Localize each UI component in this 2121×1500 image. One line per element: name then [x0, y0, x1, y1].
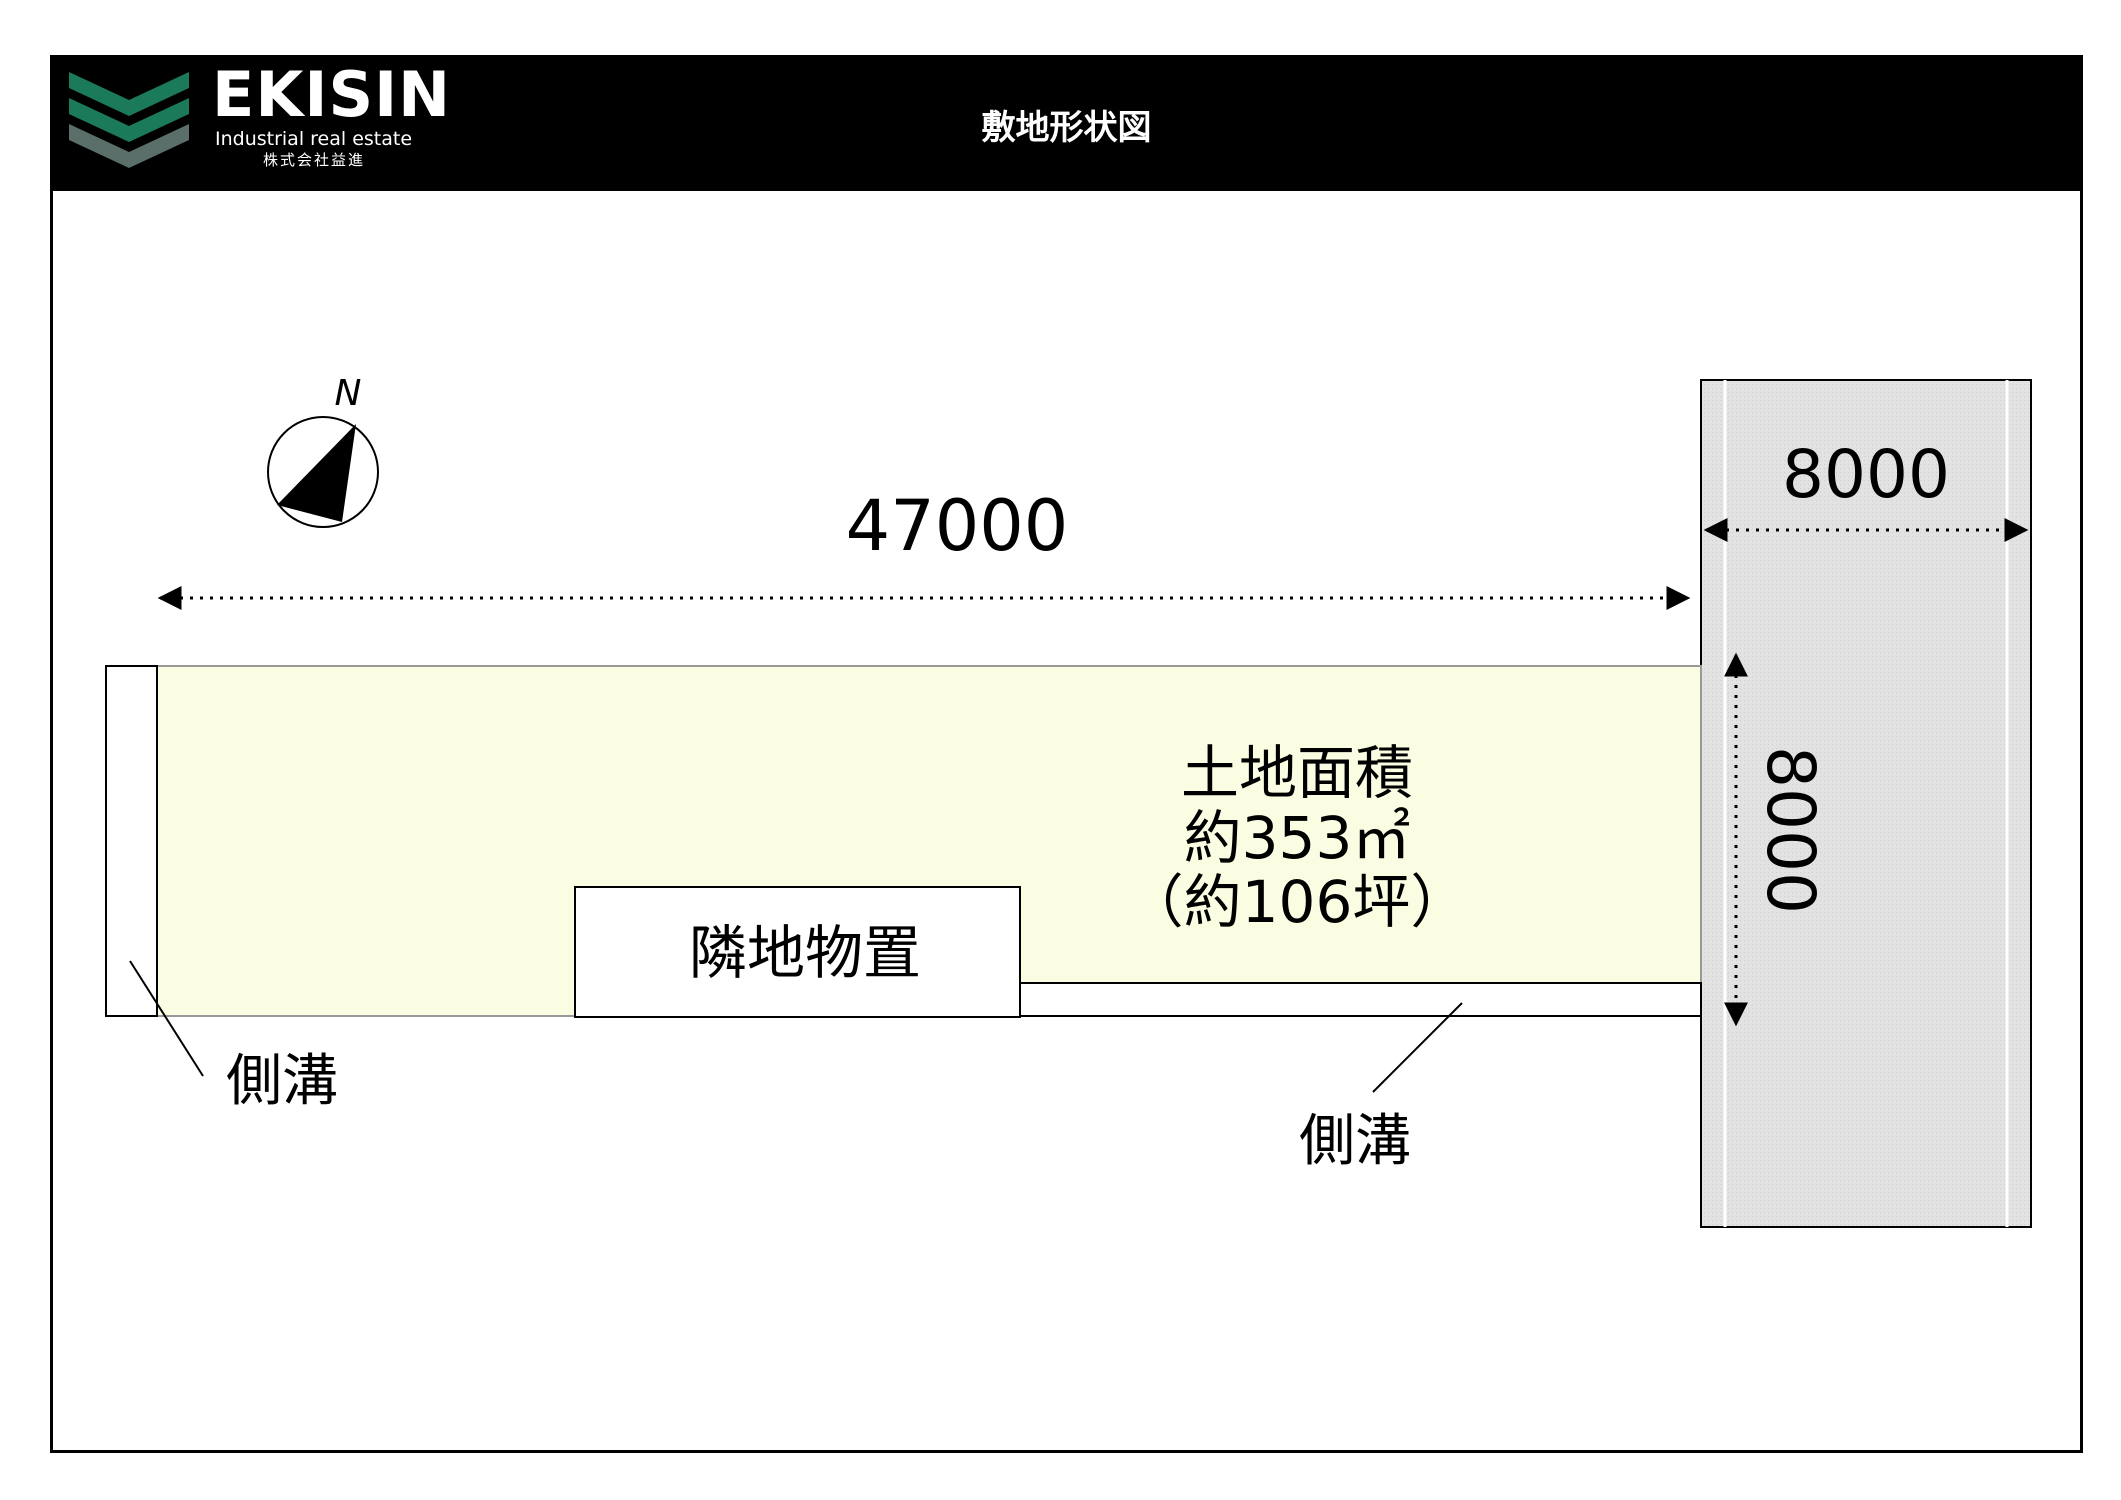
left-ditch-label: 側溝 — [226, 1049, 338, 1114]
bottom-ditch — [1019, 982, 1702, 1017]
area-tsubo: （約106坪） — [1126, 868, 1469, 936]
header-bar: EKISIN Industrial real estate 株式会社益進 敷地形… — [53, 58, 2080, 191]
brand-tagline: Industrial real estate — [215, 128, 413, 150]
ekisin-logo-icon — [69, 72, 189, 168]
area-title: 土地面積 — [1181, 739, 1413, 807]
north-label: N — [335, 373, 362, 414]
north-arrow-icon: N — [267, 373, 379, 528]
brand-name: EKISIN — [212, 58, 452, 131]
depth-dimension-label: 8000 — [1752, 746, 1829, 914]
width-dimension-label: 47000 — [846, 485, 1069, 567]
road-width-dimension-label: 8000 — [1782, 436, 1950, 513]
company-name: 株式会社益進 — [263, 151, 366, 169]
bottom-ditch-label: 側溝 — [1299, 1109, 1411, 1174]
bottom-ditch-leader — [1372, 1002, 1463, 1093]
neighbor-shed — [574, 886, 1021, 1018]
left-ditch-leader — [129, 960, 204, 1077]
neighbor-shed-label: 隣地物置 — [689, 919, 921, 987]
document-title: 敷地形状図 — [981, 108, 1152, 148]
area-sqm: 約353㎡ — [1184, 804, 1411, 872]
left-ditch — [105, 665, 158, 1017]
